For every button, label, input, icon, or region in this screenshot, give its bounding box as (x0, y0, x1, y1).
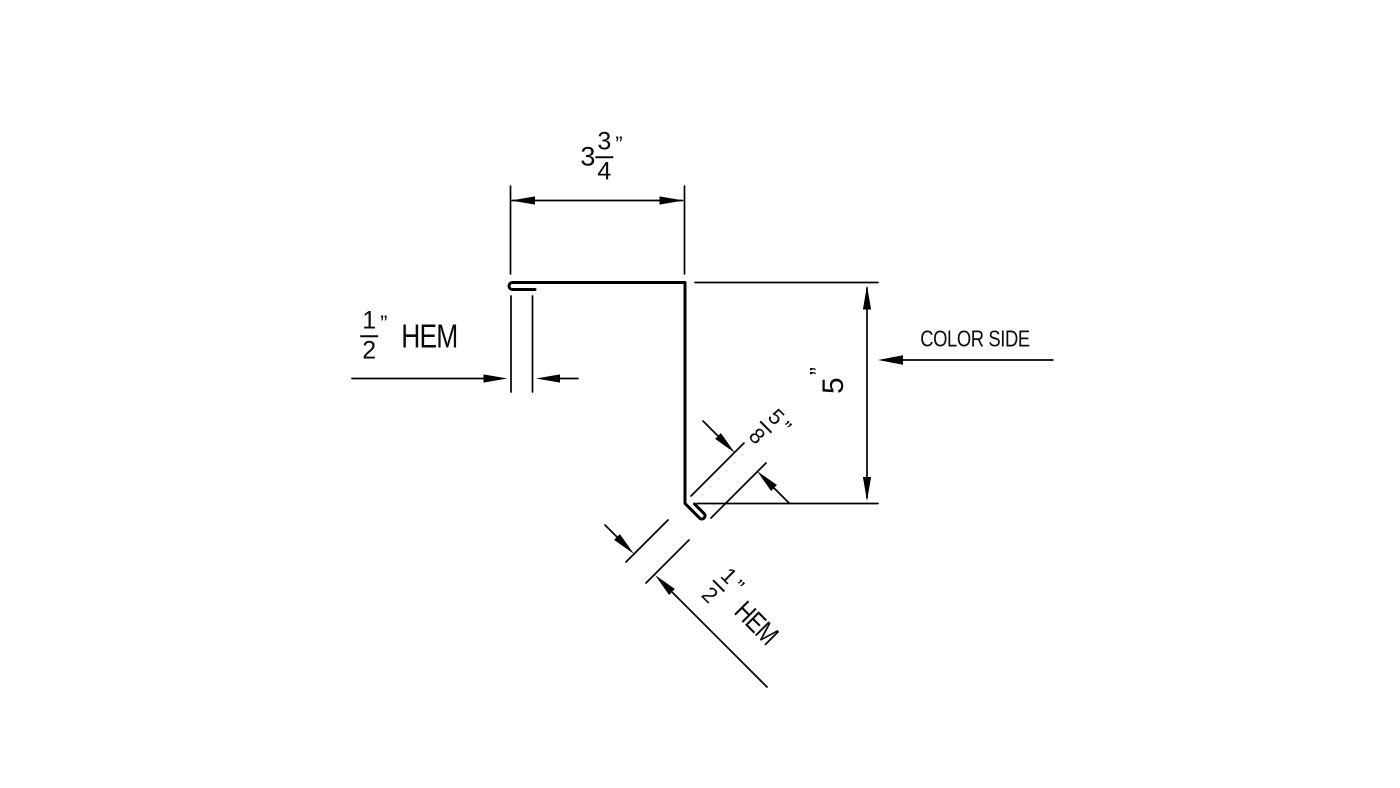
witness-line-fold-depth-lower (710, 462, 767, 519)
profile-outline (507, 281, 707, 521)
height-value: 5 (817, 377, 850, 394)
leader-bottom-hem-tail (671, 591, 768, 688)
arrowhead-height-down (862, 477, 872, 501)
leader-fold-depth-nw (702, 420, 720, 438)
color-side-text: COLOR SIDE (920, 325, 1030, 352)
top-width-whole-number: 3 (580, 141, 596, 172)
height-dimension-label: 5” (806, 368, 850, 394)
inch-mark: ” (806, 368, 834, 376)
inch-mark: ” (615, 131, 622, 157)
arrowhead-fold-depth-se-pointing (715, 433, 735, 453)
color-side-arrowhead (878, 355, 903, 365)
leader-bottom-hem-nw (604, 524, 619, 539)
witness-line-bottom-hem-upper (625, 519, 669, 563)
arrowhead-bottom-hem-nw-pointing (655, 575, 675, 595)
arrowhead-left-hem-right-pointing (483, 374, 508, 383)
arrowhead-bottom-hem-se-pointing (614, 534, 634, 554)
witness-line-bottom-hem-lower (645, 539, 690, 584)
leader-fold-depth-se (772, 486, 790, 504)
arrowhead-height-up (862, 285, 872, 310)
color-side-label: COLOR SIDE (907, 325, 1044, 352)
inch-mark: ” (380, 310, 387, 336)
witness-line-fold-depth-upper (690, 442, 745, 497)
arrowhead-top-width-left (511, 196, 535, 205)
left-hem-word: HEM (401, 317, 458, 355)
arrowhead-fold-depth-nw-pointing (757, 471, 777, 491)
arrowhead-top-width-right (659, 196, 684, 205)
arrowhead-left-hem-left-pointing (536, 374, 560, 383)
